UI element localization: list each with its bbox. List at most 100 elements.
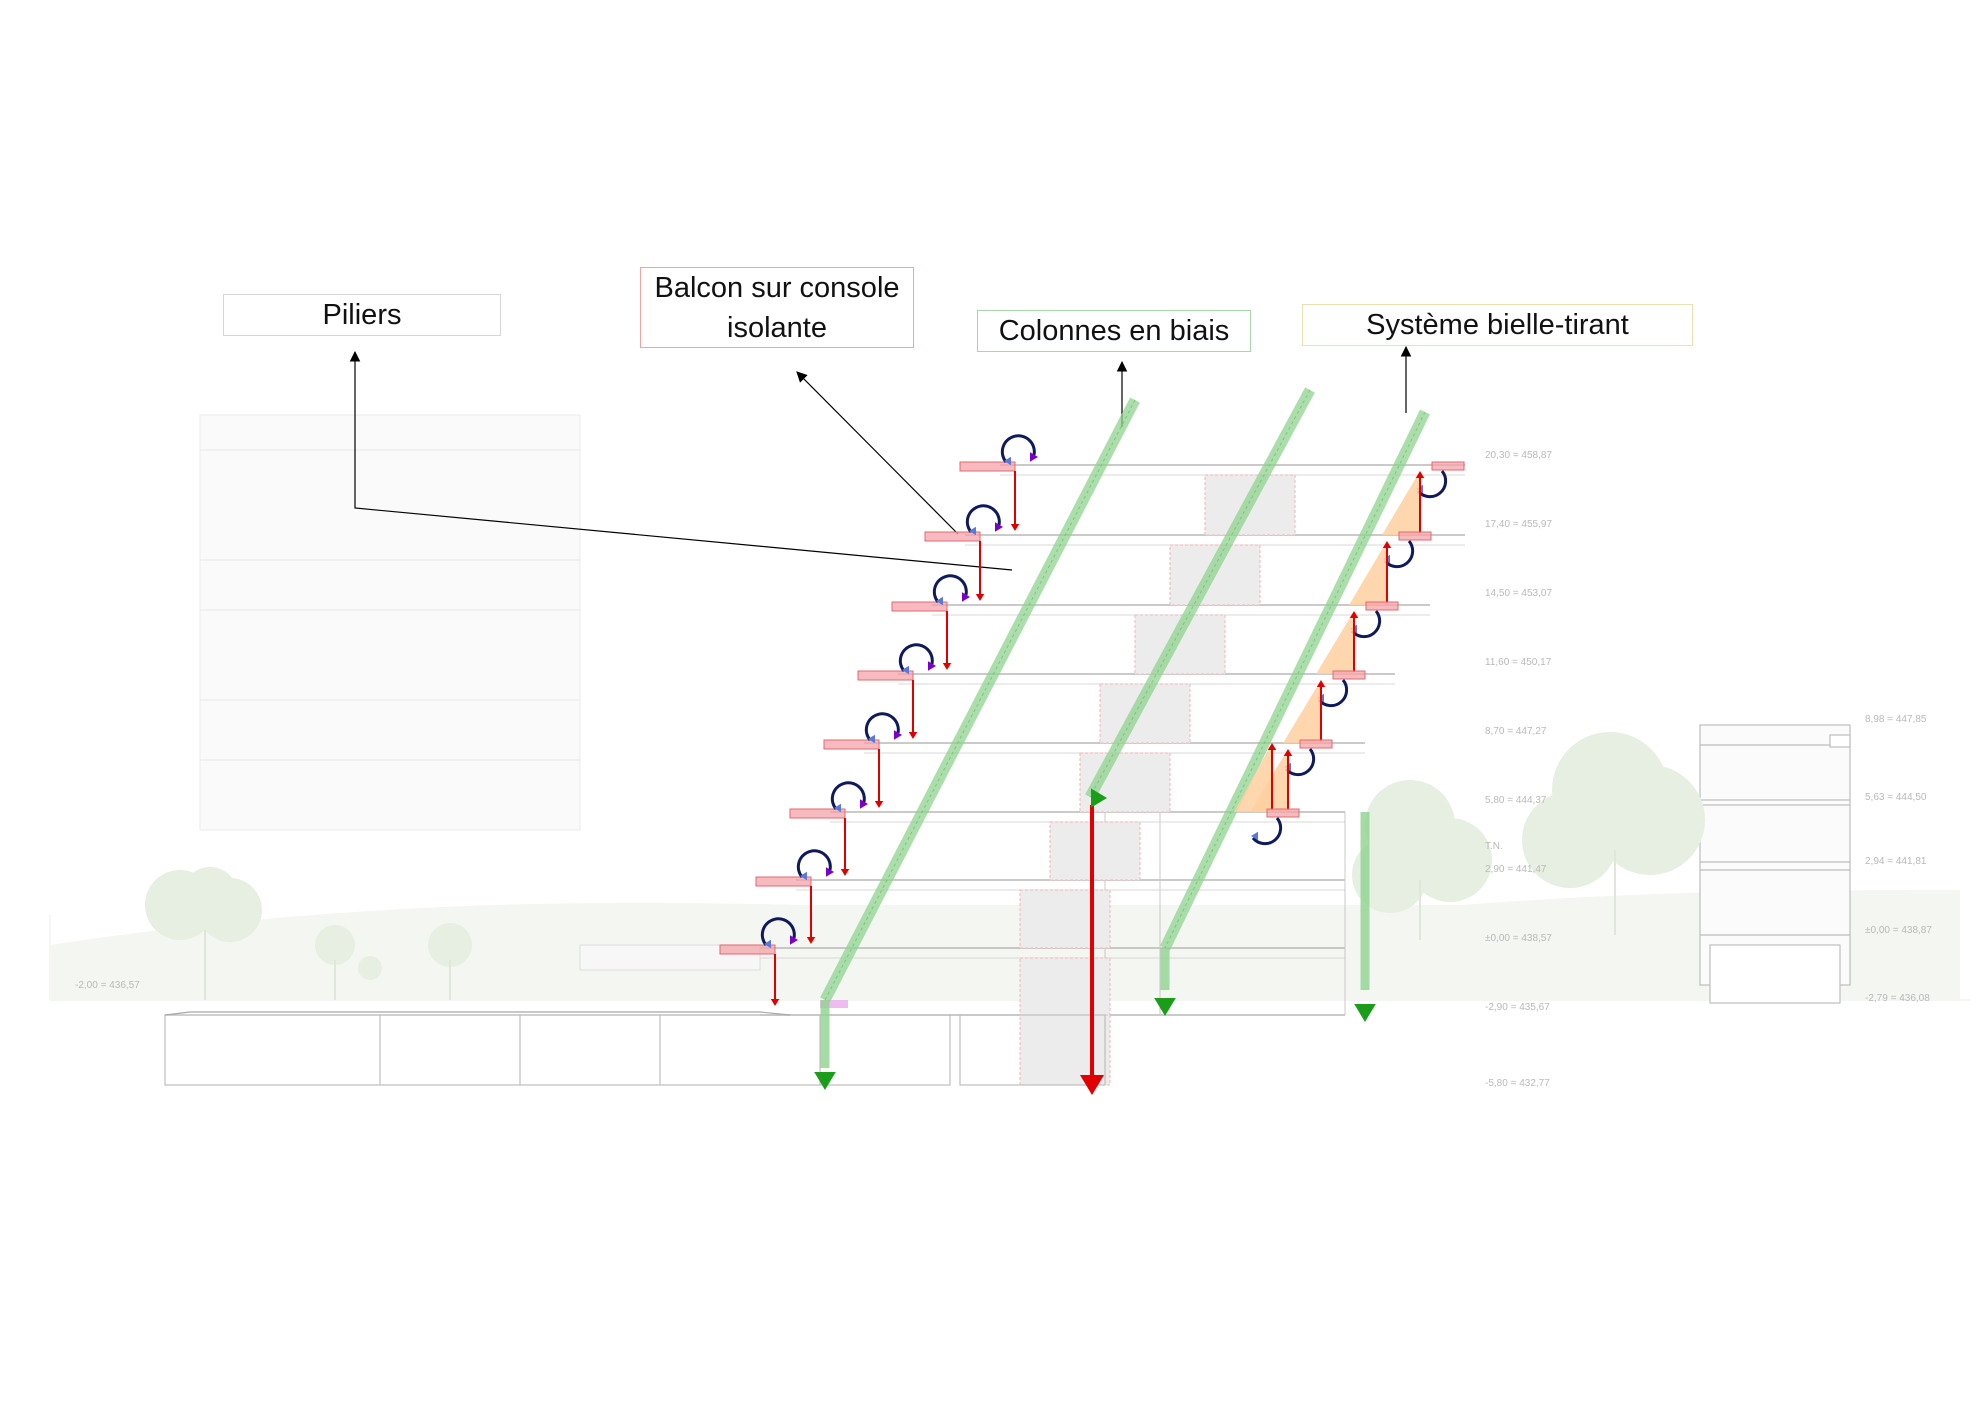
tie-triangle: [1234, 743, 1272, 812]
inclined-columns: [820, 387, 1430, 1003]
balcony-console: [823, 739, 880, 750]
balcony-console: [755, 876, 812, 887]
level-17-40: 17,40 = 455,97: [1485, 519, 1552, 530]
circulation-cores: [1019, 474, 1296, 1086]
moment-arrow-head: [790, 935, 798, 945]
tie-arrow-head: [1316, 680, 1326, 687]
moment-arrow-tail: [902, 665, 909, 675]
tie-arrow-head: [1415, 471, 1425, 478]
moment-arrow-tail: [936, 596, 943, 606]
moment-arrow-head: [995, 522, 1003, 532]
moment-arrow-head: [962, 592, 970, 602]
building-section: [164, 464, 1465, 1086]
moment-arc: [796, 849, 832, 878]
level-20-30: 20,30 = 458,87: [1485, 450, 1552, 461]
tie-triangle: [1349, 541, 1387, 605]
pillar-load-arrows: [770, 471, 1020, 1006]
pillar-arrow-head: [840, 869, 850, 876]
balcony-console-right: [1365, 601, 1399, 611]
moment-arc-right: [1251, 817, 1283, 846]
insulated-balconies: [719, 461, 1016, 1008]
moment-arrow-head: [826, 867, 834, 877]
core-shaft: [1049, 821, 1141, 881]
moment-arc: [760, 917, 796, 946]
level-11-60: 11,60 = 450,17: [1485, 657, 1552, 668]
tie-arrow-head: [1382, 541, 1392, 548]
level-left-ground: -2,00 = 436,57: [75, 980, 140, 991]
level-0-00: ±0,00 = 438,57: [1485, 933, 1552, 944]
level-5-80: 5,80 = 444,37: [1485, 795, 1547, 806]
level-right-minus-2-79: -2,79 = 436,08: [1865, 993, 1930, 1004]
pillar-arrow-head: [874, 801, 884, 808]
level-14-50: 14,50 = 453,07: [1485, 588, 1552, 599]
column-load-middle-head: [1154, 998, 1176, 1016]
systeme-label-text: Système bielle-tirant: [1366, 309, 1629, 341]
moment-arc: [1000, 434, 1036, 463]
level-right-5-63: 5,63 = 444,50: [1865, 792, 1927, 803]
inclined-column-middle-axis: [1089, 389, 1311, 798]
systeme-label: Système bielle-tirant: [1302, 304, 1693, 346]
tie-triangle: [1283, 680, 1321, 743]
column-load-left-head: [814, 1072, 836, 1090]
balcony-console-right: [1266, 808, 1300, 818]
core-shaft: [1019, 889, 1111, 949]
background-context: [49, 414, 1970, 1004]
level-minus-2-90: -2,90 = 435,67: [1485, 1002, 1550, 1013]
balcon-label-text: Balcon sur console isolante: [654, 271, 900, 344]
moment-arc-right: [1317, 679, 1349, 708]
moment-arrow-tail: [800, 871, 807, 881]
core-shaft: [1019, 957, 1111, 1016]
balcony-console: [789, 808, 846, 819]
pillar-arrow-head: [942, 663, 952, 670]
moment-arrow-head-right: [1251, 831, 1258, 841]
moment-arrow-tail: [1004, 456, 1011, 466]
moment-arrow-head: [894, 730, 902, 740]
balcony-console-right: [1299, 739, 1333, 749]
column-load-right-head: [1354, 1004, 1376, 1022]
level-right-8-98: 8,98 = 447,85: [1865, 714, 1927, 725]
balcon-leader: [796, 371, 959, 535]
balcony-console-right: [1431, 461, 1465, 471]
moment-arc-right: [1416, 470, 1448, 499]
piliers-label: Piliers: [223, 294, 501, 336]
core-load-head: [1080, 1075, 1104, 1095]
balcony-console-base: [820, 1000, 848, 1008]
level-tn: T.N.: [1485, 841, 1503, 852]
level-annotations: 20,30 = 458,87 17,40 = 455,97 14,50 = 45…: [75, 450, 1932, 1089]
balcony-console: [959, 461, 1016, 472]
moment-arc: [864, 712, 900, 741]
moment-arc: [830, 781, 866, 810]
moment-arc-right: [1383, 540, 1415, 569]
balcony-console: [719, 944, 776, 955]
tie-arrow-head: [1267, 743, 1277, 750]
leader-lines: [349, 345, 1412, 571]
moment-arrow-head: [1030, 452, 1038, 462]
moment-arrow-tail: [764, 939, 771, 949]
pillar-arrow-head: [908, 732, 918, 739]
colonnes-label: Colonnes en biais: [977, 310, 1251, 352]
pillar-arrow-head: [806, 937, 816, 944]
moment-arrow-tail: [969, 526, 976, 536]
tie-arrow-head: [1349, 611, 1359, 618]
inclined-column-left-axis: [824, 399, 1136, 1001]
balcony-console: [924, 531, 981, 542]
level-8-70: 8,70 = 447,27: [1485, 726, 1547, 737]
balcony-console-right: [1332, 670, 1366, 680]
moment-symbols: [760, 434, 1448, 949]
moment-arrow-head: [928, 661, 936, 671]
piliers-leader: [349, 350, 1013, 571]
moment-arc: [898, 643, 934, 672]
column-transfer-head: [1091, 788, 1107, 808]
strut-tie-system: [1234, 461, 1465, 818]
level-minus-5-80: -5,80 = 432,77: [1485, 1078, 1550, 1089]
moment-arc-right: [1284, 748, 1316, 777]
level-right-2-94: 2,94 = 441,81: [1865, 856, 1927, 867]
inclined-column-right: [1160, 409, 1430, 951]
level-right-0-00: ±0,00 = 438,87: [1865, 925, 1932, 936]
balcony-console: [857, 670, 914, 681]
tie-triangle: [1316, 611, 1354, 674]
moment-arrow-head: [860, 799, 868, 809]
pillar-arrow-head: [975, 594, 985, 601]
